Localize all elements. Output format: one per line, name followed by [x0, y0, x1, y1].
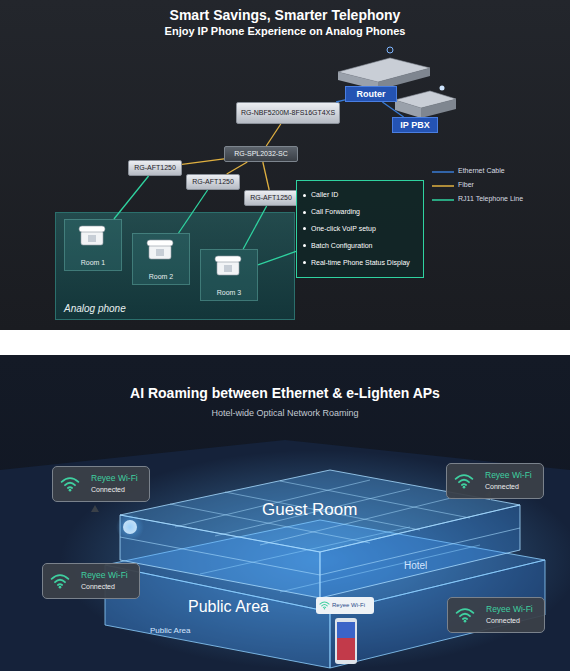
legend-line-sample: [432, 171, 454, 173]
room-box: Room 3: [200, 249, 258, 301]
legend-line-sample: [432, 185, 454, 187]
legend-line-sample: [432, 199, 454, 201]
router-label: Router: [345, 86, 397, 102]
cable-connector: [382, 102, 403, 117]
bullet-dot: [303, 227, 306, 230]
badge-text: Reyee Wi-Fi: [486, 605, 533, 615]
badge-text: Reyee Wi-Fi: [332, 602, 365, 609]
model-name: RG-NBF5200M-8FS16GT4XS: [241, 109, 335, 117]
wifi-icon: [457, 609, 474, 622]
subtitle: Enjoy IP Phone Experience on Analog Phon…: [0, 25, 570, 38]
analog-phone-icon: [215, 256, 241, 275]
cable-connector: [266, 124, 280, 146]
feature-item: Caller ID: [311, 191, 338, 199]
room-box: Room 1: [64, 219, 122, 271]
feature-row: One-click VoIP setup: [303, 225, 376, 233]
bullet-dot: [303, 211, 306, 214]
model-name: RG-AFT1250: [192, 178, 234, 186]
device-name: IP PBX: [400, 120, 429, 130]
bullet-dot: [303, 194, 306, 197]
feature-item: Call Forwarding: [311, 208, 360, 216]
badge-text: Reyee Wi-Fi: [485, 471, 532, 481]
model-name: RG-SPL2032-SC: [234, 150, 288, 158]
terminal-box: RG-AFT1250: [128, 160, 182, 176]
cable-connector: [114, 176, 149, 219]
wifi-icon: [320, 602, 329, 609]
cable-connector: [336, 100, 345, 102]
room-box: Room 2: [132, 233, 190, 285]
bullet-dot: [303, 261, 306, 264]
cable-connector: [263, 162, 269, 190]
model-name: RG-AFT1250: [134, 164, 176, 172]
wifi-icon: [52, 575, 69, 588]
splitter-box: RG-SPL2032-SC: [224, 146, 298, 162]
analog-phone-icon: [147, 240, 173, 259]
area-label: Public Area: [188, 598, 269, 616]
legend-text: Fiber: [458, 181, 474, 189]
feature-item: Real-time Phone Status Display: [311, 259, 410, 267]
badge-text: Connected: [81, 583, 115, 591]
feature-item: One-click VoIP setup: [311, 225, 376, 233]
feature-row: Real-time Phone Status Display: [303, 259, 410, 267]
cable-connector: [227, 162, 248, 174]
badge-text: Reyee Wi-Fi: [81, 571, 128, 581]
badge-text: Connected: [486, 617, 520, 625]
area-label: Public Area: [150, 626, 190, 635]
terminal-box: RG-AFT1250: [244, 190, 298, 206]
feature-item: Batch Configuration: [311, 242, 372, 250]
wifi-icon: [456, 475, 473, 488]
wifi-badge: Reyee Wi-FiConnected: [447, 597, 545, 633]
top-panel: [0, 0, 570, 330]
cable-connector: [258, 251, 296, 264]
badge-text: Connected: [91, 486, 125, 494]
analog-phone-icon: [79, 226, 105, 245]
room-name: Room 3: [217, 289, 242, 297]
badge-text: Reyee Wi-Fi: [91, 474, 138, 484]
cable-connector: [243, 206, 266, 249]
terminal-box: RG-AFT1250: [186, 174, 240, 190]
device-name: Router: [357, 89, 386, 99]
mobile-phone: [335, 618, 357, 664]
switch-box: RG-NBF5200M-8FS16GT4XS: [236, 102, 340, 124]
band-label: Analog phone: [64, 303, 126, 315]
phone-wifi-badge: Reyee Wi-Fi: [316, 597, 374, 614]
room-band: Analog phone Room 1 Room 2 Room 3: [55, 212, 295, 320]
hotel-building: [0, 440, 570, 671]
ip-pbx-device: [395, 86, 456, 119]
model-name: RG-AFT1250: [250, 194, 292, 202]
legend-text: Ethernet Cable: [458, 167, 505, 175]
wifi-icon: [62, 478, 79, 491]
section-subtitle: Hotel-wide Optical Network Roaming: [0, 408, 570, 418]
feature-row: Call Forwarding: [303, 208, 360, 216]
feature-panel: Caller ID Call ForwardingOne-click VoIP s…: [296, 180, 424, 278]
room-name: Room 2: [149, 273, 174, 281]
cable-connector: [182, 159, 224, 165]
legend-text: RJ11 Telephone Line: [458, 195, 523, 203]
router-device: [338, 47, 430, 90]
wifi-badge: Reyee Wi-FiConnected: [42, 563, 140, 599]
cable-connector: [179, 190, 208, 233]
feature-row: Caller ID: [303, 191, 338, 199]
area-label: Guest Room: [262, 500, 357, 520]
bullet-dot: [303, 244, 306, 247]
area-label: Hotel: [404, 560, 427, 572]
diagram-title: Smart Savings, Smarter Telephony: [0, 7, 570, 23]
wifi-badge: Reyee Wi-FiConnected: [52, 466, 150, 502]
room-name: Room 1: [81, 259, 106, 267]
wifi-badge: Reyee Wi-FiConnected: [446, 463, 544, 499]
section-title: AI Roaming between Ethernet & e-Lighten …: [0, 385, 570, 401]
feature-row: Batch Configuration: [303, 242, 372, 250]
ip-pbx-label: IP PBX: [392, 117, 438, 133]
badge-text: Connected: [485, 483, 519, 491]
